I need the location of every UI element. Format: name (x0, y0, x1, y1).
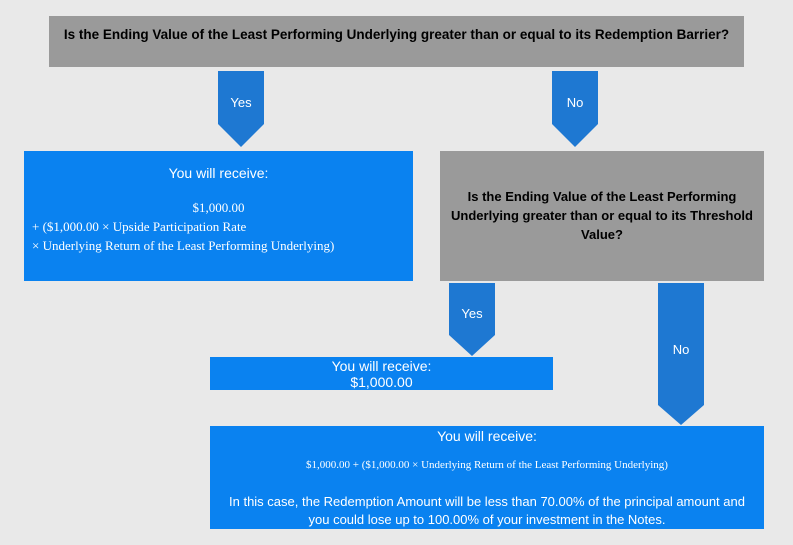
no-label-1: No (566, 95, 584, 110)
yes-arrow-1 (218, 71, 264, 147)
threshold-value-question: Is the Ending Value of the Least Perform… (440, 151, 764, 281)
result-formula: $1,000.00 + ($1,000.00 × Upside Particip… (24, 198, 413, 255)
loss-note: In this case, the Redemption Amount will… (229, 494, 745, 527)
question-text: Is the Ending Value of the Least Perform… (451, 189, 753, 242)
formula-line-2: + ($1,000.00 × Upside Participation Rate (32, 219, 247, 234)
result-box-below-threshold: You will receive: $1,000.00 + ($1,000.00… (210, 426, 764, 529)
redemption-barrier-question: Is the Ending Value of the Least Perform… (49, 16, 744, 67)
question-text: Is the Ending Value of the Least Perform… (63, 27, 730, 42)
result-heading: You will receive: (437, 428, 537, 444)
formula-line-1: $1,000.00 (192, 200, 245, 215)
result-formula: $1,000.00 + ($1,000.00 × Underlying Retu… (306, 459, 668, 471)
no-arrow-1 (552, 71, 598, 147)
result-heading: You will receive: (331, 358, 432, 374)
yes-arrow-2 (449, 283, 495, 356)
no-arrow-2 (658, 283, 704, 425)
formula-line-3: × Underlying Return of the Least Perform… (32, 238, 335, 253)
result-box-above-barrier: You will receive: $1,000.00 + ($1,000.00… (24, 151, 413, 281)
yes-label-2: Yes (461, 306, 483, 321)
yes-label-1: Yes (230, 95, 252, 110)
result-amount: $1,000.00 (350, 374, 413, 390)
result-box-above-threshold: You will receive: $1,000.00 (210, 357, 553, 390)
result-heading: You will receive: (168, 165, 269, 181)
no-label-2: No (672, 342, 690, 357)
